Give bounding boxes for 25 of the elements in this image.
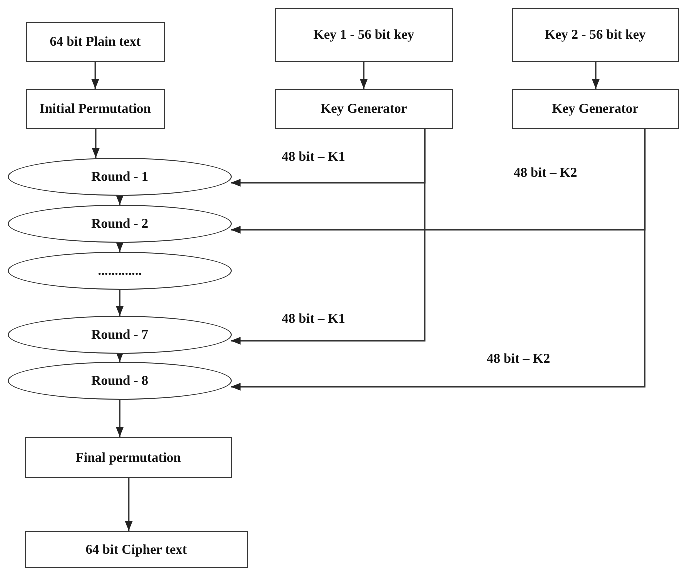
round-ellipse: Round - 8: [8, 362, 232, 400]
round-ellipse: Round - 1: [8, 158, 232, 196]
arrow: [116, 352, 124, 362]
process-box: 64 bit Plain text: [26, 22, 165, 62]
arrow: [92, 62, 100, 89]
arrow: [360, 62, 368, 89]
arrow: [92, 129, 100, 158]
process-box: Key 2 - 56 bit key: [512, 8, 679, 62]
process-box: Key Generator: [275, 89, 453, 129]
arrow: [116, 242, 124, 252]
round-ellipse: .............: [8, 252, 232, 290]
process-box: Initial Permutation: [26, 89, 165, 129]
process-box: Key Generator: [512, 89, 679, 129]
arrow: [231, 129, 646, 391]
process-box: Key 1 - 56 bit key: [275, 8, 453, 62]
arrow: [116, 290, 124, 316]
arrow: [592, 62, 600, 89]
round-ellipse: Round - 7: [8, 316, 232, 354]
process-box: Final permutation: [25, 437, 232, 478]
round-ellipse: Round - 2: [8, 205, 232, 243]
arrow: [125, 478, 133, 531]
arrow: [116, 195, 124, 205]
arrow: [116, 400, 124, 437]
arrow: [231, 129, 426, 345]
process-box: 64 bit Cipher text: [25, 531, 248, 568]
